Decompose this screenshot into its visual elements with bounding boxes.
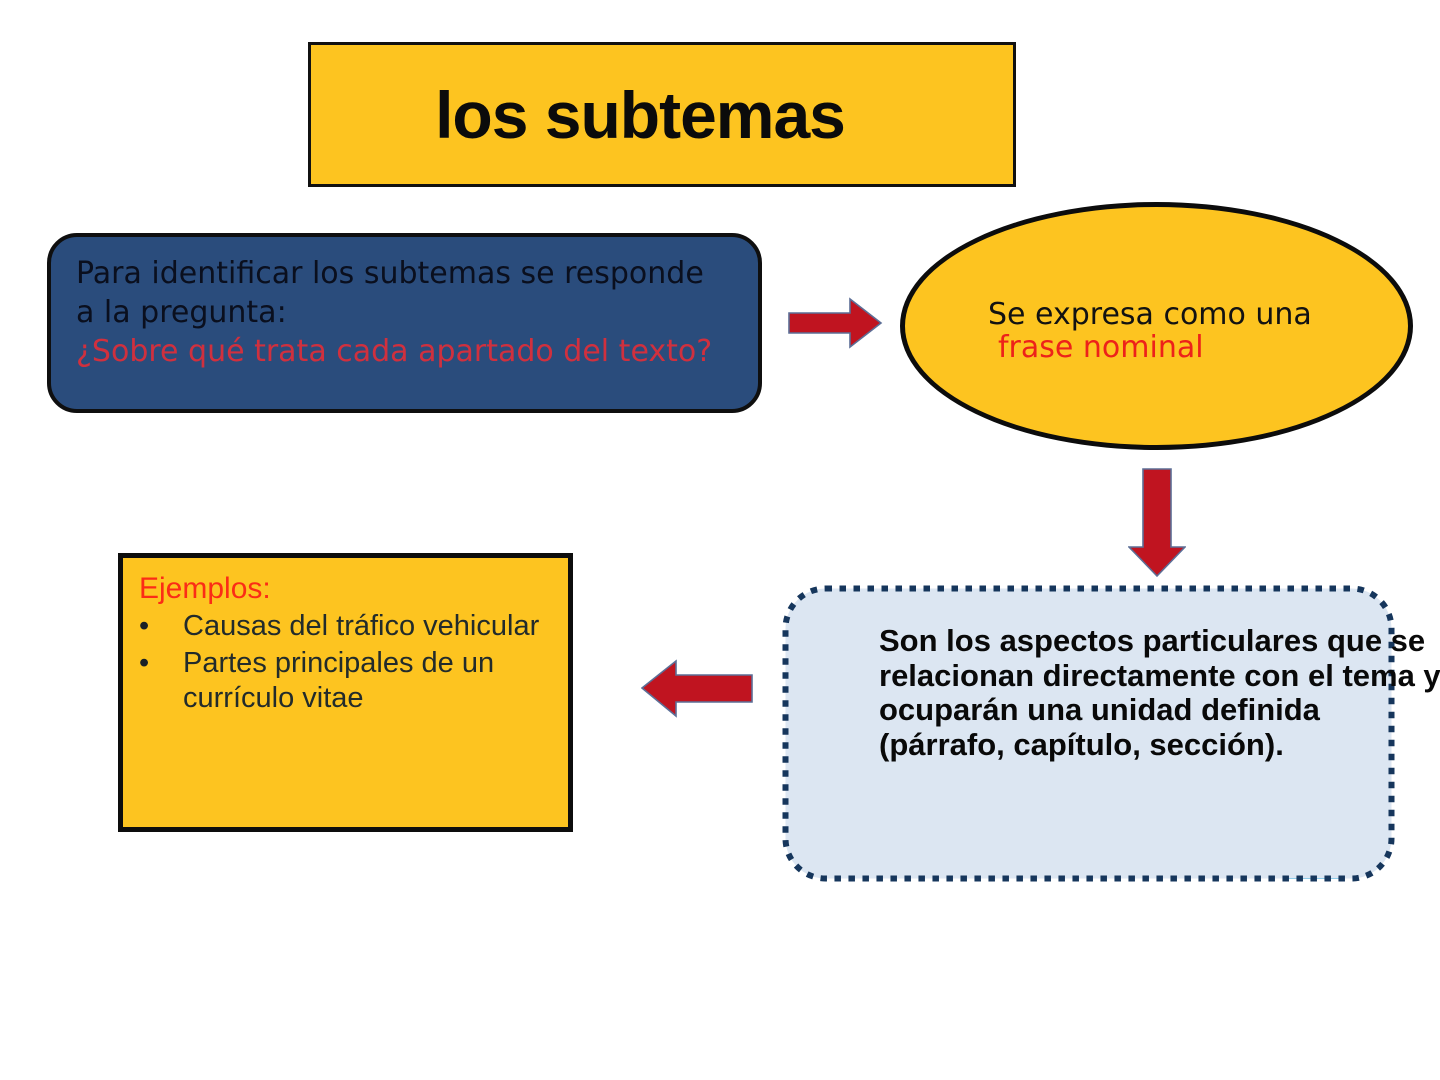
flow-arrow-down-icon bbox=[1128, 468, 1186, 578]
definition-line-2: relacionan directamente con el tema y bbox=[879, 657, 1440, 693]
expression-text: Se expresa como una frase nominal bbox=[988, 298, 1312, 364]
definition-line-3: ocuparán una unidad definida bbox=[879, 692, 1320, 727]
expression-line-red: frase nominal bbox=[998, 330, 1204, 365]
page-title: los subtemas bbox=[435, 77, 846, 152]
question-box: Para identificar los subtemas se respond… bbox=[47, 233, 762, 413]
title-box: los subtemas bbox=[308, 42, 1016, 187]
question-box-question: ¿Sobre qué trata cada apartado del texto… bbox=[76, 334, 713, 369]
example-item-text-2: Partes principales de un currículo vitae bbox=[183, 647, 495, 714]
example-item-text-1: Causas del tráfico vehicular bbox=[183, 610, 540, 642]
bullet-icon: • bbox=[139, 610, 150, 642]
flow-arrow-right-icon bbox=[788, 297, 883, 349]
example-row-1: • Causas del tráfico vehicular bbox=[139, 609, 558, 644]
question-box-line-1: Para identificar los subtemas se respond… bbox=[76, 256, 704, 291]
examples-box: Ejemplos: • Causas del tráfico vehicular… bbox=[118, 553, 573, 832]
definition-text: Son los aspectos particulares que se rel… bbox=[782, 585, 1440, 762]
flow-arrow-left-icon bbox=[641, 659, 753, 718]
expression-line-black: Se expresa como una bbox=[988, 297, 1312, 332]
expression-ellipse: Se expresa como una frase nominal bbox=[900, 202, 1413, 450]
examples-label: Ejemplos: bbox=[139, 572, 271, 605]
definition-box: Son los aspectos particulares que se rel… bbox=[782, 585, 1440, 882]
dotted-border-frame bbox=[782, 585, 1395, 882]
definition-line-4: (párrafo, capítulo, sección). bbox=[879, 726, 1284, 762]
definition-line-1: Son los aspectos particulares que se bbox=[879, 623, 1426, 658]
question-box-line-2: a la pregunta: bbox=[76, 295, 287, 330]
example-row-2: • Partes principales de un currículo vit… bbox=[139, 646, 558, 716]
bullet-icon: • bbox=[139, 647, 150, 679]
